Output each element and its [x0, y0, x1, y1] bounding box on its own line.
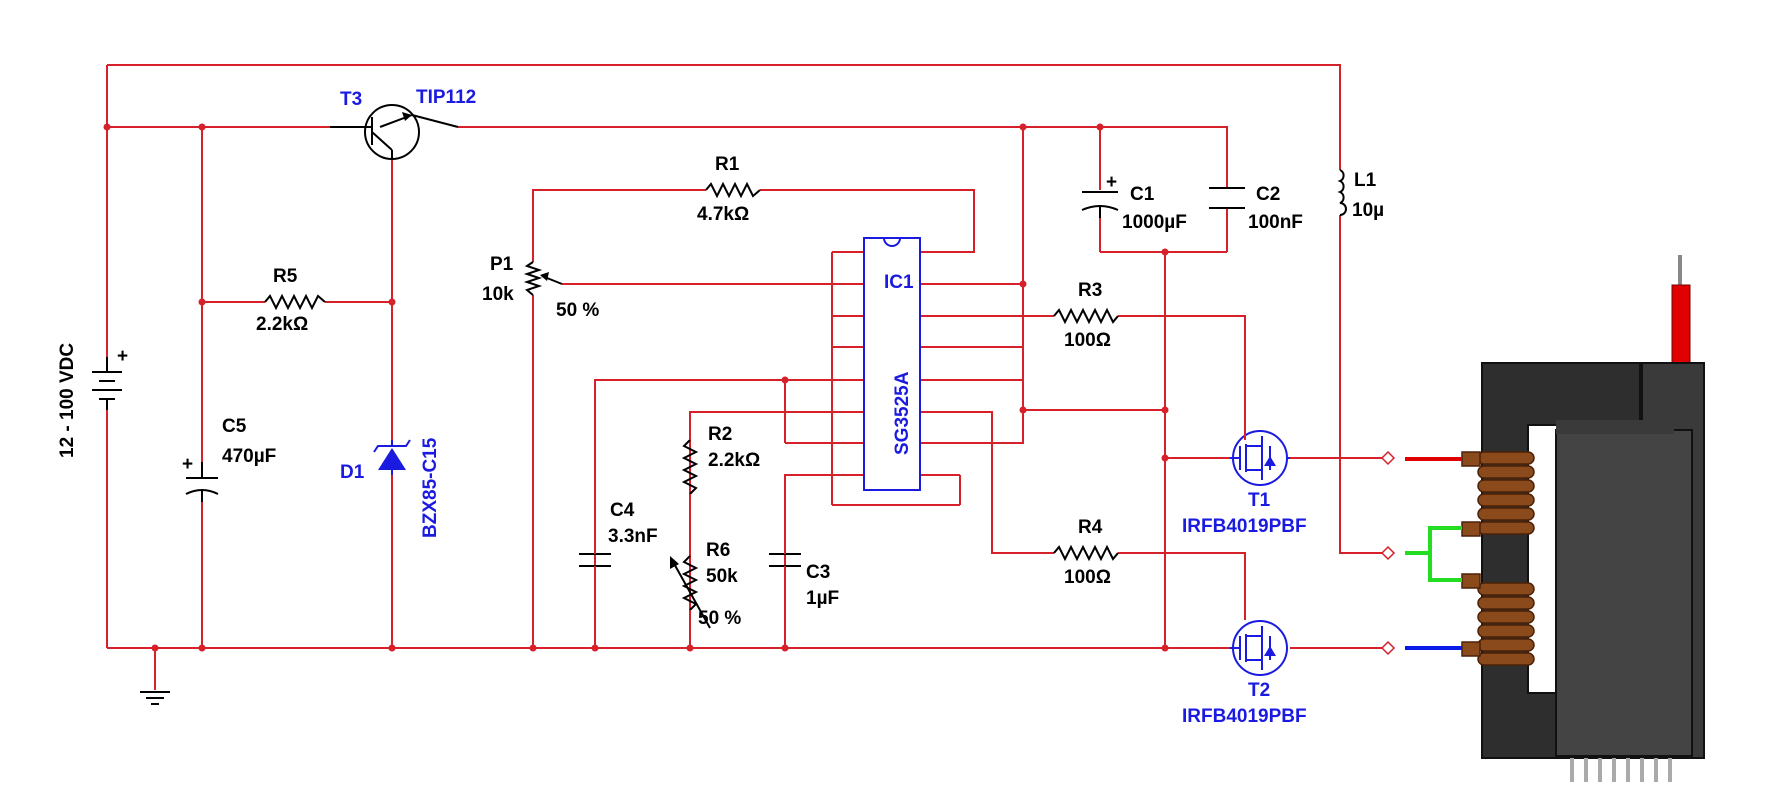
r6-value-label: 50k [706, 566, 738, 587]
mosfet-t2-symbol [1230, 620, 1288, 676]
p1-value-label: 10k [482, 284, 514, 305]
potentiometer-p1-symbol [523, 261, 563, 296]
resistor-r1-symbol [705, 181, 761, 199]
c4-value-label: 3.3nF [608, 526, 658, 547]
r2-value-label: 2.2kΩ [708, 450, 760, 471]
c5-plus-label: + [182, 454, 193, 475]
r5-ref-label: R5 [273, 266, 298, 287]
mosfet-t1-symbol [1230, 430, 1290, 486]
ground-symbol [140, 691, 170, 705]
t1-ref-label: T1 [1248, 490, 1271, 511]
resistor-r3-symbol [1053, 307, 1119, 325]
ic1-part-label: SG3525A [892, 371, 913, 455]
flyback-transformer-image [1405, 255, 1705, 782]
r5-value-label: 2.2kΩ [256, 314, 308, 335]
d1-part-label: BZX85-C15 [420, 437, 441, 538]
r3-ref-label: R3 [1078, 280, 1102, 301]
t2-ref-label: T2 [1248, 680, 1270, 701]
c1-ref-label: C1 [1130, 184, 1155, 205]
r2-ref-label: R2 [708, 424, 732, 445]
battery-symbol [92, 357, 122, 410]
wires [106, 64, 1388, 690]
inductor-l1-symbol [1337, 169, 1347, 216]
r6-ref-label: R6 [706, 540, 730, 561]
ic1-ref-label: IC1 [884, 272, 914, 293]
output-terminals [1380, 450, 1396, 656]
p1-ref-label: P1 [490, 254, 514, 275]
c3-value-label: 1µF [806, 588, 839, 609]
supply-voltage-label: 12 - 100 VDC [57, 343, 78, 458]
c2-value-label: 100nF [1248, 212, 1303, 233]
junctions [103, 123, 1169, 652]
d1-ref-label: D1 [340, 462, 365, 483]
t3-ref-label: T3 [340, 89, 362, 110]
r6-setting-label: 50 % [698, 608, 741, 629]
r4-value-label: 100Ω [1064, 567, 1111, 588]
resistor-r4-symbol [1053, 544, 1119, 562]
resistor-r2-symbol [681, 439, 699, 495]
c4-ref-label: C4 [610, 500, 635, 521]
c1-value-label: 1000µF [1122, 212, 1187, 233]
resistor-r6-symbol [670, 555, 711, 629]
c1-plus-label: + [1106, 172, 1117, 193]
r3-value-label: 100Ω [1064, 330, 1111, 351]
resistor-r5-symbol [264, 293, 326, 311]
l1-ref-label: L1 [1354, 170, 1377, 191]
c3-ref-label: C3 [806, 562, 830, 583]
t2-part-label: IRFB4019PBF [1182, 706, 1307, 727]
c5-ref-label: C5 [222, 416, 247, 437]
capacitor-c2-symbol [1209, 187, 1245, 209]
r4-ref-label: R4 [1078, 517, 1103, 538]
p1-setting-label: 50 % [556, 300, 599, 321]
c2-ref-label: C2 [1256, 184, 1280, 205]
capacitor-c5-symbol [185, 462, 219, 502]
l1-value-label: 10µ [1352, 200, 1384, 221]
r1-ref-label: R1 [715, 154, 740, 175]
c5-value-label: 470µF [222, 446, 276, 467]
t1-part-label: IRFB4019PBF [1182, 516, 1307, 537]
t3-part-label: TIP112 [416, 87, 476, 108]
transistor-t3-symbol [330, 104, 459, 160]
capacitor-c1-symbol [1081, 191, 1119, 218]
battery-plus-label: + [117, 346, 128, 367]
r1-value-label: 4.7kΩ [697, 204, 749, 225]
zener-d1-symbol [373, 439, 411, 475]
ic-sg3525a-body [863, 237, 921, 491]
